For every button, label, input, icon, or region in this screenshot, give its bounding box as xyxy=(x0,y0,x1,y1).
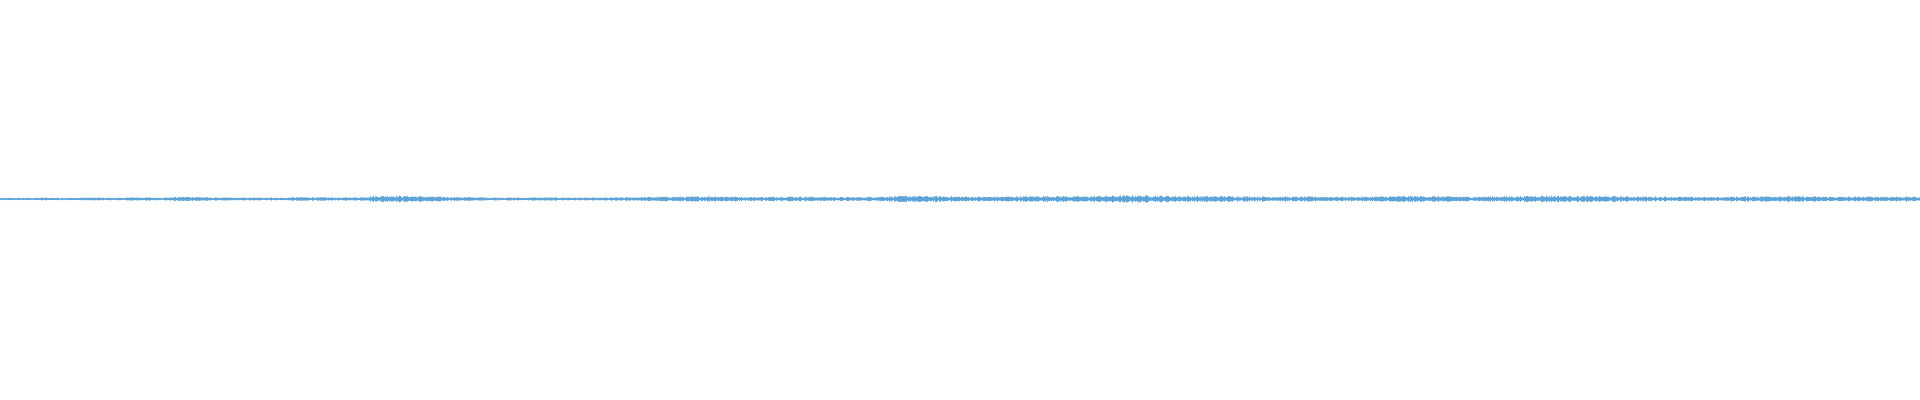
waveform-signal xyxy=(0,195,1920,203)
audio-waveform-icon xyxy=(0,195,1920,203)
